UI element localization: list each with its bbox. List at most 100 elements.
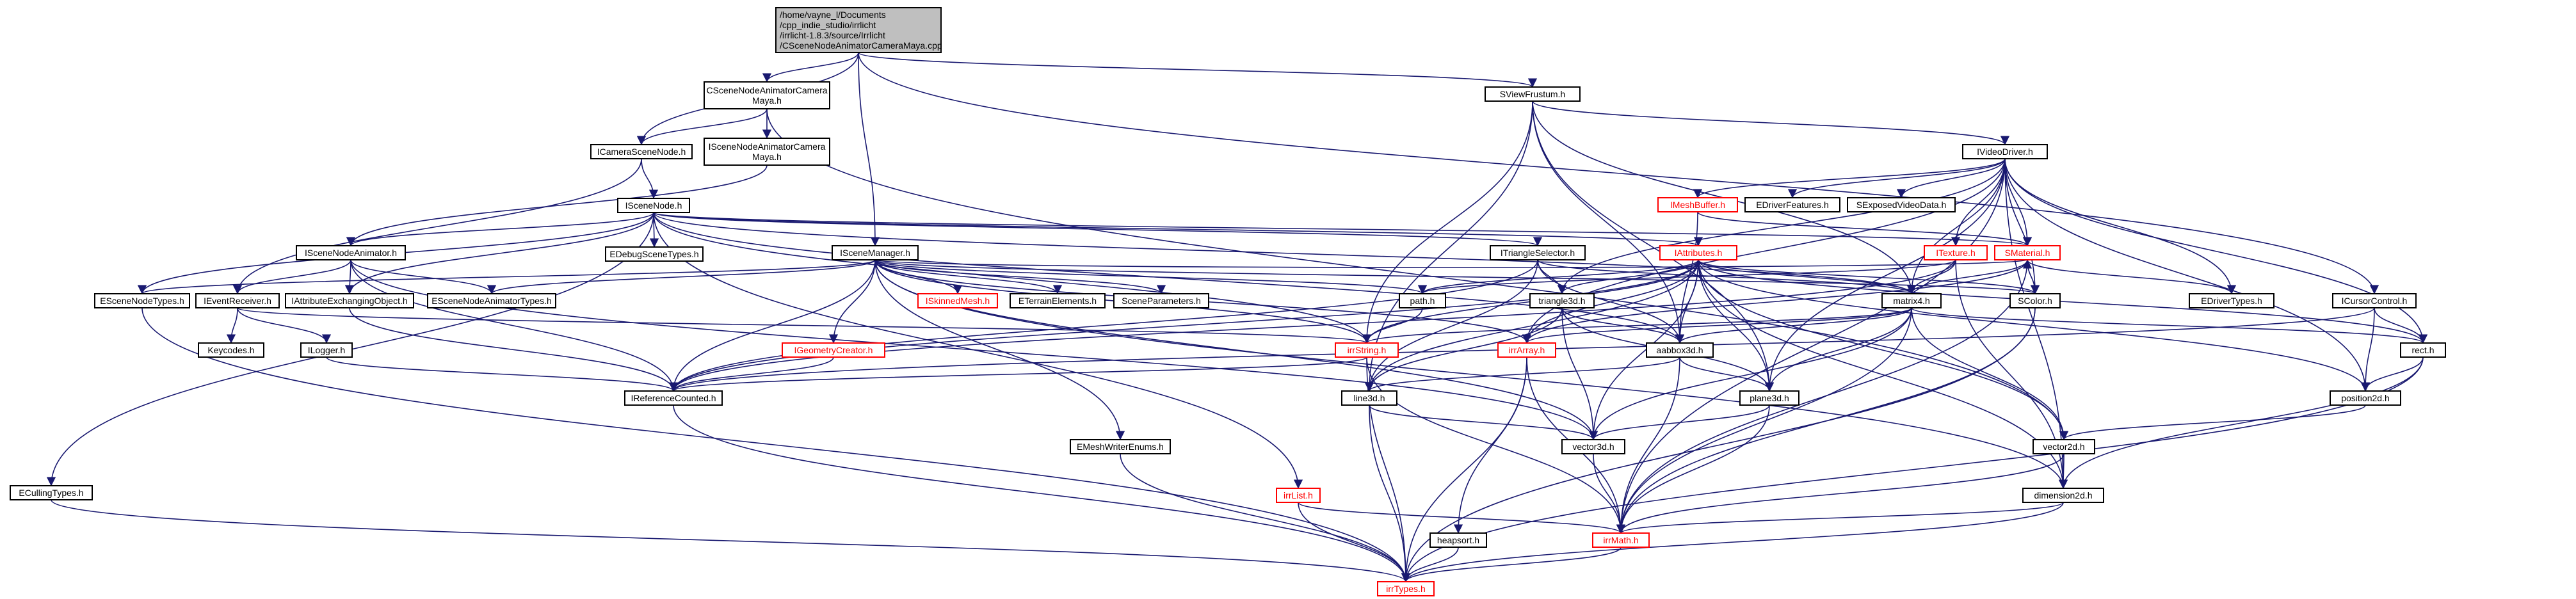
node-edriverfeatures-h[interactable]: EDriverFeatures.h	[1744, 197, 1840, 212]
node-iscenemanager-h[interactable]: ISceneManager.h	[832, 245, 919, 260]
node-matrix4-h[interactable]: matrix4.h	[1881, 293, 1942, 308]
node-ivideodriver-h[interactable]: IVideoDriver.h	[1962, 144, 2048, 159]
node-dimension2d-h[interactable]: dimension2d.h	[2022, 488, 2104, 503]
edge-smaterial-h-to-irrarray-h	[1522, 259, 2028, 344]
node-sceneparameters-h[interactable]: SceneParameters.h	[1113, 293, 1209, 308]
node-box	[1276, 488, 1321, 503]
edge-ilogger-h-to-ireferencecounted-h	[326, 356, 678, 392]
edge-iattributes-h-to-path-h	[1418, 259, 1699, 294]
edge-igeometrycreator-h-to-ireferencecounted-h	[668, 356, 834, 392]
node-emeshwriterenums-h[interactable]: EMeshWriterEnums.h	[1070, 439, 1171, 454]
node-keycodes-h[interactable]: Keycodes.h	[198, 342, 264, 358]
node-label: irrList.h	[1284, 490, 1313, 500]
node-iattributes-h[interactable]: IAttributes.h	[1659, 245, 1737, 260]
node-icursorcontrol-h[interactable]: ICursorControl.h	[2332, 293, 2417, 308]
node-iskinnedmesh-h[interactable]: ISkinnedMesh.h	[917, 293, 998, 308]
node-box	[1646, 342, 1714, 358]
node-irrlist-h[interactable]: irrList.h	[1276, 488, 1321, 503]
node-line3d-h[interactable]: line3d.h	[1341, 390, 1397, 406]
node-iscenenode-h[interactable]: ISceneNode.h	[617, 198, 690, 213]
edge-ivideodriver-h-to-edriverfeatures-h	[1787, 158, 2006, 198]
node-plane3d-h[interactable]: plane3d.h	[1739, 390, 1799, 406]
edge-sviewfrustum-h-to-ivideodriver-h	[1532, 100, 2009, 145]
node-label: aabbox3d.h	[1656, 345, 1703, 355]
node-sviewfrustum-h[interactable]: SViewFrustum.h	[1485, 86, 1581, 102]
node-irrtypes-h[interactable]: irrTypes.h	[1377, 581, 1435, 596]
node-scolor-h[interactable]: SColor.h	[2009, 293, 2061, 308]
node-heapsort-h[interactable]: heapsort.h	[1429, 532, 1487, 548]
edge-iscenemanager-h-to-smaterial-h	[874, 259, 2031, 269]
node-box	[775, 7, 942, 53]
node-box	[1485, 86, 1581, 102]
node-vector3d-h[interactable]: vector3d.h	[1561, 439, 1625, 454]
edge-iscenemanager-h-to-vector3d-h	[874, 259, 1598, 440]
edge-iscenenode-h-to-iscenenodeanimator-h	[346, 212, 654, 246]
node-ieventreceiver-h[interactable]: IEventReceiver.h	[195, 293, 280, 308]
node-rect-h[interactable]: rect.h	[2400, 342, 2446, 358]
node-box	[94, 293, 190, 308]
node-iscenenodeanimator-h[interactable]: ISceneNodeAnimator.h	[296, 245, 406, 260]
node-label: IEventReceiver.h	[204, 296, 271, 306]
node-box	[2332, 293, 2417, 308]
edge-ecullingtypes-h-to-irrtypes-h	[51, 499, 1410, 582]
node-ecullingtypes-h[interactable]: ECullingTypes.h	[10, 485, 93, 500]
node-sexposedvideodata-h[interactable]: SExposedVideoData.h	[1847, 197, 1956, 212]
node-smaterial-h[interactable]: SMaterial.h	[1994, 245, 2061, 260]
node-escenenodetypes-h[interactable]: ESceneNodeTypes.h	[94, 293, 190, 308]
edge-dimension2d-h-to-irrmath-h	[1616, 502, 2064, 534]
node-irrarray-h[interactable]: irrArray.h	[1497, 342, 1556, 358]
node-box	[427, 293, 556, 308]
edge-ieventreceiver-h-to-ilogger-h	[237, 307, 332, 344]
edge-iscenenode-h-to-smaterial-h	[653, 212, 2032, 246]
edge-iscenenode-h-to-irrstring-h	[653, 212, 1372, 344]
edge-irrlist-h-to-irrtypes-h	[1298, 502, 1411, 582]
node-irrstring-h[interactable]: irrString.h	[1335, 342, 1399, 358]
node-edrivertypes-h[interactable]: EDriverTypes.h	[2189, 293, 2274, 308]
node-vector2d-h[interactable]: vector2d.h	[2033, 439, 2095, 454]
root-file-node[interactable]: /home/vayne_l/Documents/cpp_indie_studio…	[775, 7, 942, 53]
node-label: /CSceneNodeAnimatorCameraMaya.cpp	[780, 40, 942, 51]
node-itriangleselector-h[interactable]: ITriangleSelector.h	[1490, 245, 1586, 260]
edge-iattributes-h-to-ireferencecounted-h	[669, 259, 1699, 392]
node-eterrainelements-h[interactable]: ETerrainElements.h	[1010, 293, 1106, 308]
node-label: path.h	[1410, 296, 1435, 306]
edge-itexture-h-to-path-h	[1418, 259, 1956, 294]
node-iattributeexchangingobject-h[interactable]: IAttributeExchangingObject.h	[285, 293, 414, 308]
node-box	[1529, 293, 1595, 308]
node-path-h[interactable]: path.h	[1399, 293, 1446, 308]
node-aabbox3d-h[interactable]: aabbox3d.h	[1646, 342, 1714, 358]
node-label: SColor.h	[2018, 296, 2052, 306]
edge-cscenenodeanimatorcameramaya-h-to-icamerascenenode-h	[636, 108, 768, 145]
node-box	[832, 245, 919, 260]
node-label: EMeshWriterEnums.h	[1077, 442, 1164, 452]
node-triangle3d-h[interactable]: triangle3d.h	[1529, 293, 1595, 308]
node-cscenenodeanimatorcameramaya-h[interactable]: CSceneNodeAnimatorCameraMaya.h	[704, 81, 830, 109]
node-edebugscenetypes-h[interactable]: EDebugSceneTypes.h	[605, 246, 704, 262]
node-position2d-h[interactable]: position2d.h	[2330, 390, 2401, 406]
node-escenenodeanimatortypes-h[interactable]: ESceneNodeAnimatorTypes.h	[427, 293, 556, 308]
node-igeometrycreator-h[interactable]: IGeometryCreator.h	[782, 342, 885, 358]
node-ireferencecounted-h[interactable]: IReferenceCounted.h	[624, 390, 723, 406]
edge-iattributes-h-to-plane3d-h	[1698, 259, 1775, 392]
node-box	[1399, 293, 1446, 308]
edge-iscenenodeanimator-h-to-iattributeexchangingobject-h	[344, 259, 355, 294]
node-icamerascenenode-h[interactable]: ICameraSceneNode.h	[590, 144, 693, 159]
node-box	[605, 246, 704, 262]
node-box	[1113, 293, 1209, 308]
edge-icamerascenenode-h-to-iscenenode-h	[641, 158, 659, 199]
edge-iscenemanager-h-to-path-h	[874, 259, 1427, 294]
node-label: ESceneNodeTypes.h	[100, 296, 184, 306]
node-irrmath-h[interactable]: irrMath.h	[1592, 532, 1650, 548]
node-imeshbuffer-h[interactable]: IMeshBuffer.h	[1657, 197, 1738, 212]
node-box	[1924, 245, 1988, 260]
node-box	[2400, 342, 2446, 358]
node-box	[1847, 197, 1956, 212]
node-label: vector2d.h	[2043, 442, 2084, 452]
node-box	[1962, 144, 2048, 159]
node-ilogger-h[interactable]: ILogger.h	[300, 342, 353, 358]
node-itexture-h[interactable]: ITexture.h	[1924, 245, 1988, 260]
edge-ieventreceiver-h-to-irrstring-h	[237, 307, 1371, 344]
node-box	[10, 485, 93, 500]
